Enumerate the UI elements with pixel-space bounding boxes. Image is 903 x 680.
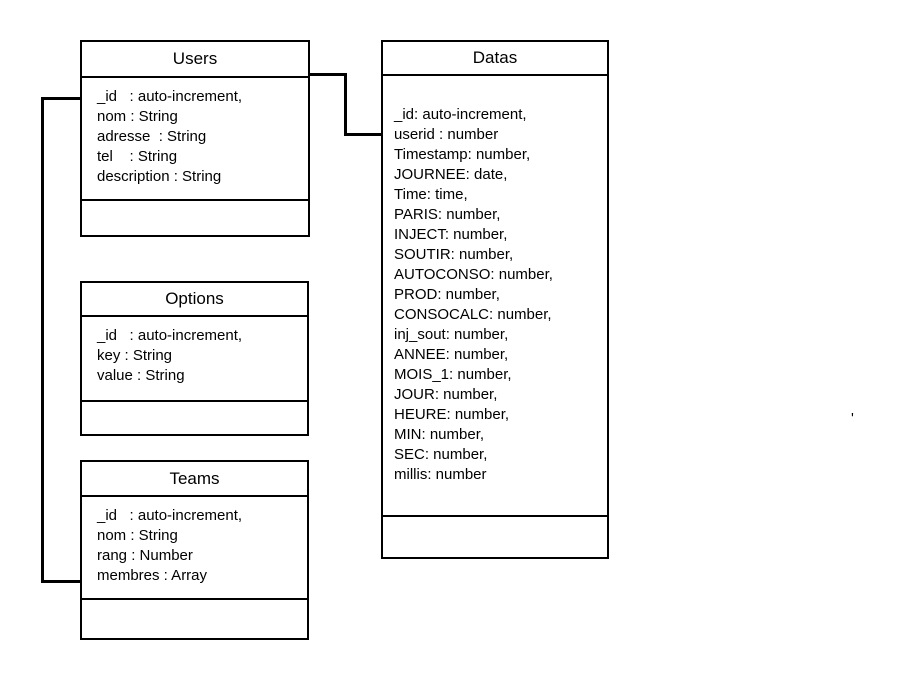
field-line: PROD: number, (394, 286, 500, 303)
field-line: _id : auto-increment, (97, 88, 243, 105)
entity-title: Datas (383, 42, 607, 76)
field-line: JOUR: number, (394, 386, 498, 403)
connector-users-teams-segment (41, 580, 80, 583)
field-line: AUTOCONSO: number, (394, 266, 553, 283)
entity-fields: _id : auto-increment, nom : String adresse… (82, 78, 308, 199)
entity-empty-compartment (82, 598, 307, 638)
entity-empty-compartment (82, 199, 308, 235)
entity-title: Users (82, 42, 308, 78)
field-line: SEC: number, (394, 446, 488, 463)
entity-box-teams: Teams _id : auto-increment, nom : String r… (80, 460, 309, 640)
field-line: inj_sout: number, (394, 326, 509, 343)
field-line: adresse : String (97, 128, 207, 145)
field-line: JOURNEE: date, (394, 166, 508, 183)
entity-title: Options (82, 283, 307, 317)
stray-apostrophe-mark: ' (851, 410, 854, 427)
field-line: HEURE: number, (394, 406, 510, 423)
field-line: membres : Array (97, 567, 208, 584)
field-line: ANNEE: number, (394, 346, 509, 363)
field-line: _id : auto-increment, (97, 327, 243, 344)
connector-users-datas-segment (344, 73, 347, 136)
entity-empty-compartment (383, 515, 607, 557)
field-line: description : String (97, 168, 222, 185)
connector-users-teams-segment (41, 97, 44, 583)
field-line: millis: number (394, 466, 487, 483)
entity-box-datas: Datas _id: auto-increment, userid : numbe… (381, 40, 609, 559)
field-line: _id: auto-increment, (394, 106, 527, 123)
entity-fields: _id : auto-increment, nom : String rang : … (82, 497, 307, 598)
field-line: rang : Number (97, 547, 193, 564)
field-line: _id : auto-increment, (97, 507, 243, 524)
entity-title: Teams (82, 462, 307, 497)
field-line: Time: time, (394, 186, 468, 203)
field-line: CONSOCALC: number, (394, 306, 552, 323)
connector-users-datas-segment (344, 133, 381, 136)
field-line: nom : String (97, 527, 178, 544)
field-line: SOUTIR: number, (394, 246, 514, 263)
field-line: PARIS: number, (394, 206, 501, 223)
field-line: MOIS_1: number, (394, 366, 512, 383)
connector-users-datas-segment (310, 73, 347, 76)
field-line: MIN: number, (394, 426, 485, 443)
field-line: value : String (97, 367, 185, 384)
field-line: INJECT: number, (394, 226, 508, 243)
entity-box-users: Users _id : auto-increment, nom : String a… (80, 40, 310, 237)
connector-users-teams-segment (41, 97, 80, 100)
field-line: Timestamp: number, (394, 146, 531, 163)
field-line: nom : String (97, 108, 178, 125)
field-line: userid : number (394, 126, 499, 143)
field-line: tel : String (97, 148, 178, 165)
entity-empty-compartment (82, 400, 307, 434)
entity-fields: _id : auto-increment, key : String value :… (82, 317, 307, 400)
entity-box-options: Options _id : auto-increment, key : Strin… (80, 281, 309, 436)
field-line: key : String (97, 347, 173, 364)
